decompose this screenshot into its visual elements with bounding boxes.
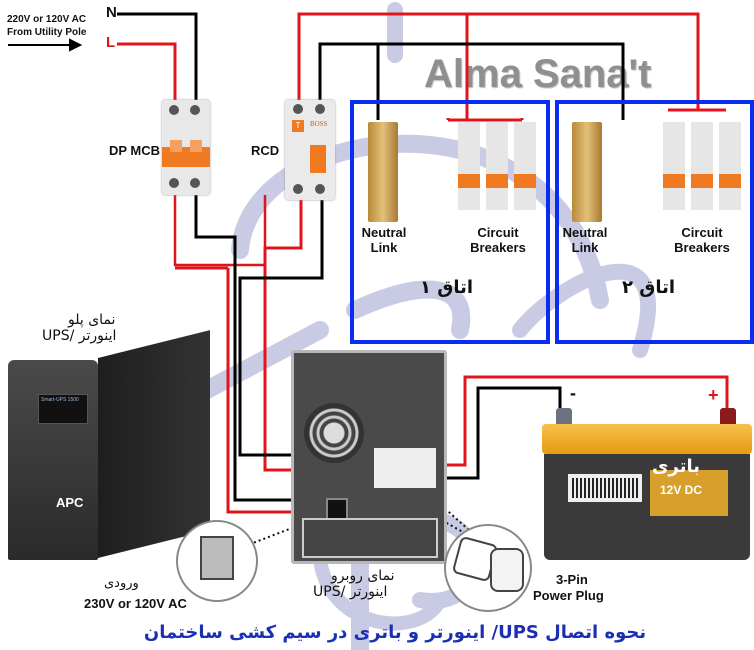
battery-negative-sign: - (570, 383, 576, 403)
circuit-breaker (691, 122, 713, 210)
battery-barcode (568, 474, 642, 502)
live-label: L (106, 34, 116, 51)
room-1-title: اتاق ۱ (420, 277, 474, 298)
room-2-title: اتاق ۲ (622, 277, 676, 298)
ups-back-unit (291, 350, 447, 564)
neutral-link-1 (368, 122, 398, 222)
room-2-breakers-label-2: Breakers (674, 240, 730, 255)
battery-label-en: 12V DC (660, 483, 703, 497)
rcd-label: RCD (251, 143, 280, 158)
ups-back-caption-line1: نمای روبرو (331, 568, 395, 584)
leader-input (239, 517, 319, 549)
room-2-breakers-label-1: Circuit (681, 225, 723, 240)
input-caption-line1: ورودی (104, 576, 139, 591)
neutral-link-2 (572, 122, 602, 222)
neutral-wire-mcb-out (196, 190, 244, 235)
battery-negative-terminal (556, 408, 572, 426)
room-2-neutral-label-1: Neutral (562, 225, 608, 240)
battery-label-box (650, 470, 728, 516)
room-1-neutral-label-2: Link (370, 240, 398, 255)
plug-caption-line2: Power Plug (533, 588, 604, 603)
neutral-wire-rcd-out (238, 200, 370, 457)
ups-front-caption-line2: UPS/ اینورتر (42, 328, 117, 344)
source-label-line1: 220V or 120V AC (7, 14, 87, 25)
footer-title: نحوه اتصال UPS/ اینورتر و باتری در سیم ک… (143, 622, 647, 643)
ups-back-caption-line2: UPS/ اینورتر (313, 584, 388, 600)
input-caption-line2: 230V or 120V AC (84, 596, 187, 611)
leader-plug-1 (383, 487, 471, 537)
room-1-breakers-label-1: Circuit (477, 225, 519, 240)
neutral-wire-ups-in (194, 190, 328, 502)
live-wire-rooms (297, 12, 700, 110)
neutral-wire-rooms (318, 42, 625, 120)
source-label-line2: From Utility Pole (7, 27, 87, 38)
neutral-wire-supply (117, 12, 198, 100)
circuit-breaker (719, 122, 741, 210)
rcd-brand: BOSS (310, 120, 328, 128)
ups-display: Smart-UPS 1500 (38, 394, 88, 424)
circuit-breaker (663, 122, 685, 210)
watermark-text: Alma Sana't (424, 52, 652, 96)
utility-arrow (8, 38, 83, 52)
neutral-wire-battery (410, 386, 562, 480)
circuit-breaker (514, 122, 536, 210)
plug-caption-line1: 3-Pin (556, 572, 588, 587)
dp-mcb-label: DP MCB (109, 143, 161, 158)
dp-mcb (162, 100, 210, 195)
battery (536, 400, 752, 560)
battery-label-fa: باتری (652, 456, 700, 477)
rcd-toggle[interactable] (310, 145, 326, 173)
ups-front-side (98, 330, 210, 558)
rcd: T BOSS (285, 100, 335, 200)
battery-positive-terminal (720, 408, 736, 426)
live-wire-mcb-out (173, 190, 267, 267)
rcd-test-button[interactable]: T (292, 120, 304, 132)
battery-positive-sign: + (708, 385, 719, 405)
circuit-breaker (486, 122, 508, 210)
live-wire-supply (117, 42, 177, 100)
room-2-neutral-label-2: Link (571, 240, 599, 255)
ups-front-unit: Smart-UPS 1500 APC (8, 360, 98, 560)
fan-grille (304, 403, 364, 463)
room-1-breakers-label-2: Breakers (470, 240, 526, 255)
3-pin-plug-illustration (444, 524, 532, 612)
ups-output-sockets (374, 448, 436, 488)
ups-front-caption-line1: نمای پلو (68, 312, 116, 328)
neutral-label: N (106, 4, 117, 21)
ups-brand-logo: APC (56, 495, 84, 510)
room-2-panel (555, 100, 754, 344)
room-1-panel (350, 100, 550, 344)
circuit-breaker (458, 122, 480, 210)
room-1-neutral-label-1: Neutral (361, 225, 407, 240)
iec-input-connector-illustration (176, 520, 258, 602)
